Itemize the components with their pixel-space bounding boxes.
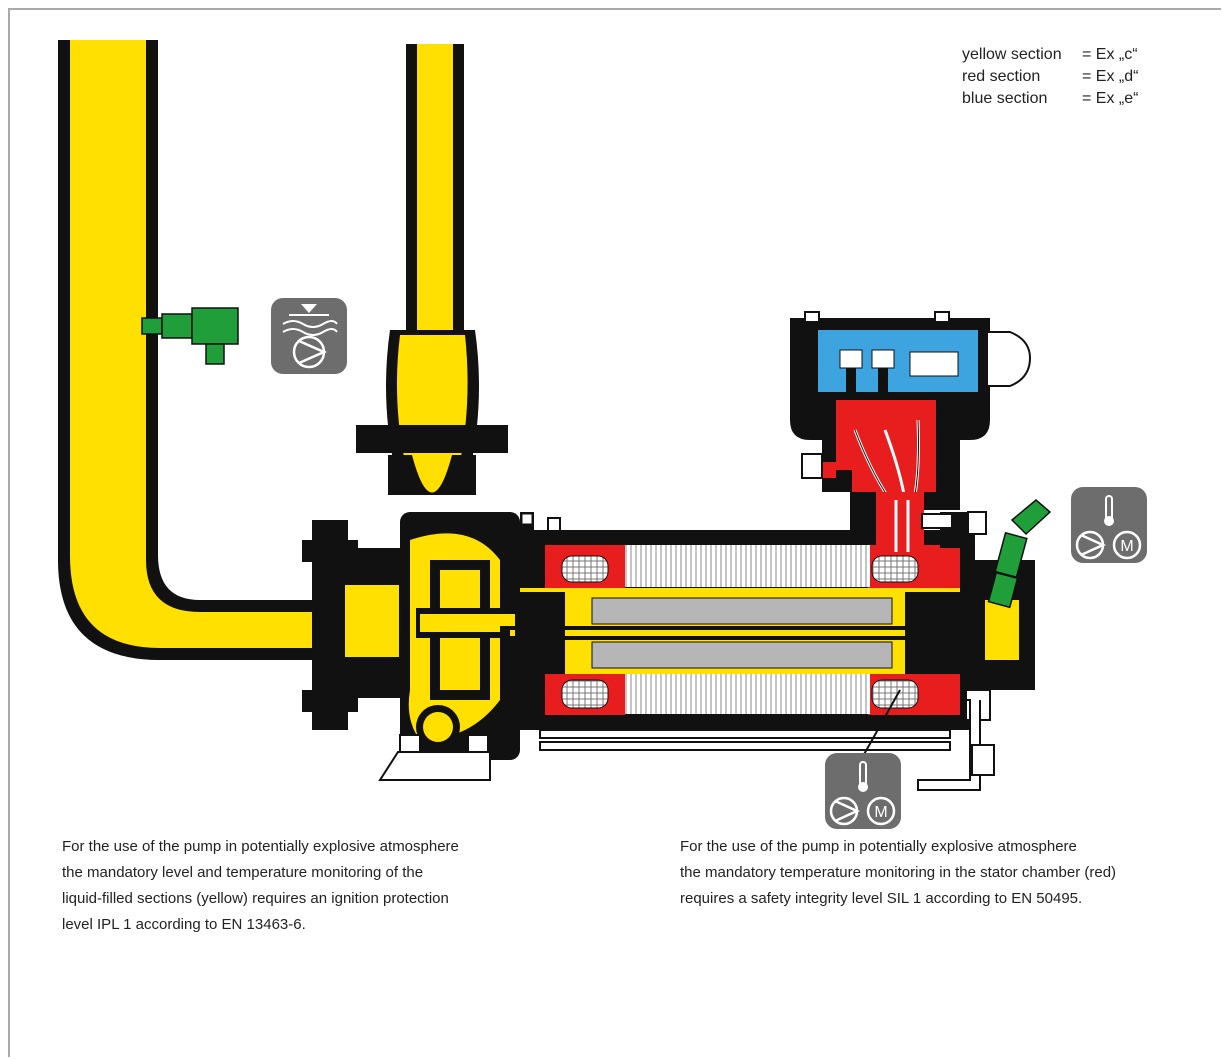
- caption-line: requires a safety integrity level SIL 1 …: [680, 890, 1083, 907]
- legend-value: = Ex „d“: [1082, 68, 1139, 85]
- legend-row-red: red section = Ex „d“: [962, 66, 1138, 88]
- temperature-motor-icon: M: [1071, 487, 1147, 563]
- caption-line: For the use of the pump in potentially e…: [680, 838, 1077, 855]
- level-monitoring-icon: [271, 298, 347, 374]
- legend-label: blue section: [962, 90, 1048, 107]
- legend-value: = Ex „e“: [1082, 90, 1139, 107]
- legend-label: yellow section: [962, 46, 1062, 63]
- discharge-flange: [356, 425, 508, 495]
- page-frame: [8, 8, 1221, 1057]
- motor-symbol: M: [1120, 538, 1133, 555]
- suction-flange: [302, 520, 401, 730]
- callout-line: [861, 689, 901, 759]
- pump-foot: [378, 751, 491, 781]
- caption-line: the mandatory level and temperature moni…: [62, 864, 424, 881]
- suction-pipe: [58, 40, 410, 660]
- stator-temperature-icon: M: [825, 753, 901, 829]
- temperature-sensor: [987, 499, 1052, 609]
- caption-line: the mandatory temperature monitoring in …: [680, 864, 1117, 881]
- caption-level-temperature: For the use of the pump in potentially e…: [62, 834, 582, 938]
- legend-row-yellow: yellow section = Ex „c“: [962, 44, 1138, 66]
- caption-line: level IPL 1 according to EN 13463-6.: [62, 916, 306, 933]
- caption-stator-temperature: For the use of the pump in potentially e…: [680, 834, 1200, 912]
- motor-symbol: M: [874, 804, 887, 821]
- legend-label: red section: [962, 68, 1041, 85]
- legend-value: = Ex „c“: [1082, 46, 1138, 63]
- legend-row-blue: blue section = Ex „e“: [962, 88, 1138, 110]
- caption-line: For the use of the pump in potentially e…: [62, 838, 459, 855]
- discharge-pipe: [386, 44, 479, 470]
- level-sensor: [141, 307, 239, 365]
- caption-line: liquid-filled sections (yellow) requires…: [62, 890, 449, 907]
- legend: yellow section = Ex „c“ red section = Ex…: [962, 44, 1138, 110]
- terminal-box: [790, 311, 1032, 552]
- pump-casing: [399, 512, 561, 760]
- motor-body: [500, 511, 1035, 730]
- motor-base: [539, 699, 995, 791]
